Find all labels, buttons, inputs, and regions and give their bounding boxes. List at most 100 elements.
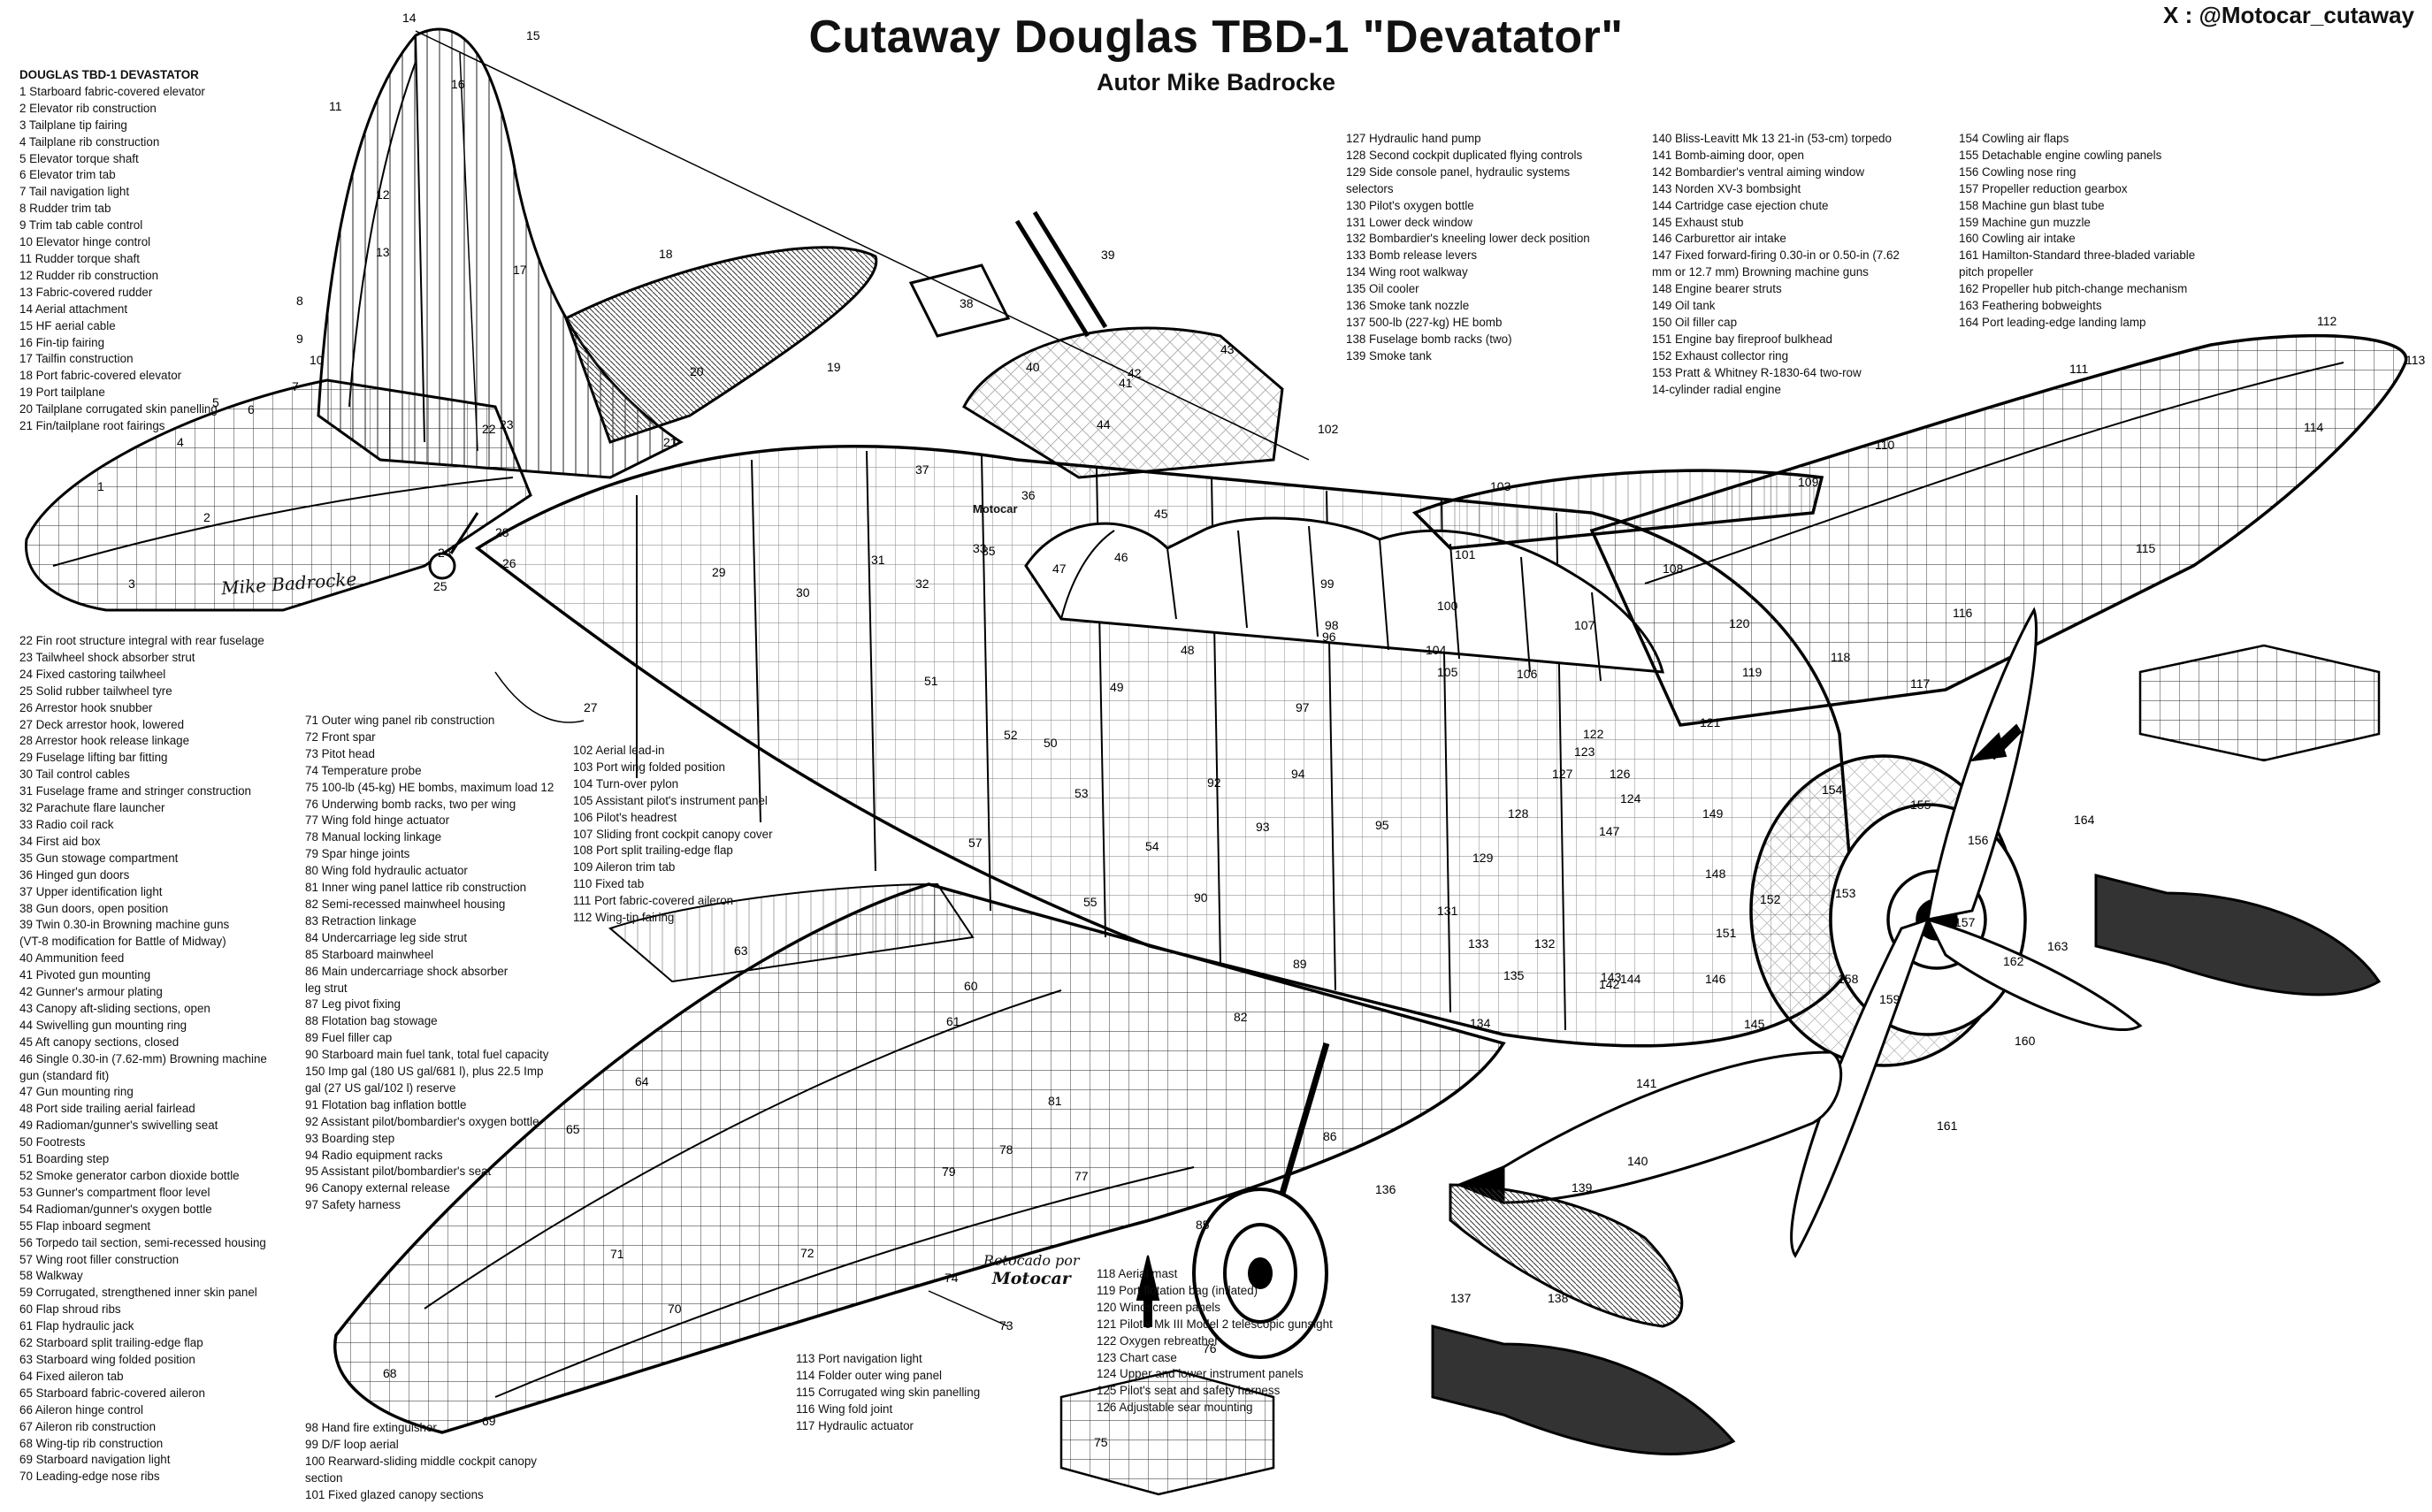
legend-heading: DOUGLAS TBD-1 DEVASTATOR bbox=[19, 68, 199, 81]
legend-item: 38 Gun doors, open position bbox=[19, 901, 169, 915]
callout-number: 79 bbox=[942, 1165, 956, 1179]
callout-number: 103 bbox=[1490, 479, 1511, 493]
legend-item: 141 Bomb-aiming door, open bbox=[1652, 148, 1804, 162]
rear-gun-mount bbox=[908, 210, 1284, 479]
callout-number: 126 bbox=[1610, 767, 1631, 781]
callout-number: 76 bbox=[1203, 1341, 1217, 1355]
legend-item: 128 Second cockpit duplicated flying con… bbox=[1346, 148, 1583, 162]
callout-number: 14 bbox=[402, 11, 417, 25]
callout-number: 89 bbox=[1293, 957, 1307, 971]
port-tailplane bbox=[564, 246, 878, 444]
legend-item: 92 Assistant pilot/bombardier's oxygen b… bbox=[305, 1114, 539, 1128]
callout-number: 4 bbox=[177, 435, 184, 449]
legend-item: 112 Wing-tip fairing bbox=[573, 911, 675, 925]
callout-number: 156 bbox=[1968, 833, 1989, 847]
legend-item: 150 Imp gal (180 US gal/681 l), plus 22.… bbox=[305, 1065, 544, 1079]
legend-item: 104 Turn-over pylon bbox=[573, 776, 679, 790]
callout-number: 140 bbox=[1627, 1154, 1648, 1168]
bomb-rack-lower bbox=[1059, 1369, 1275, 1496]
legend-item: 70 Leading-edge nose ribs bbox=[19, 1470, 160, 1484]
port-wing bbox=[1411, 333, 2408, 727]
callout-number: 100 bbox=[1437, 599, 1458, 613]
legend-item: 21 Fin/tailplane root fairings bbox=[19, 419, 165, 433]
callout-number: 60 bbox=[964, 979, 978, 993]
aerial-cables bbox=[415, 30, 1310, 1327]
legend-item: 118 Aerial mast bbox=[1097, 1267, 1178, 1280]
callout-number: 48 bbox=[1181, 643, 1195, 657]
callout-number: 32 bbox=[915, 577, 929, 591]
callout-number: 137 bbox=[1450, 1291, 1472, 1305]
callout-number: 144 bbox=[1620, 972, 1641, 986]
callout-number: 106 bbox=[1517, 667, 1538, 681]
callout-number: 27 bbox=[584, 700, 598, 714]
callout-number: 93 bbox=[1256, 820, 1270, 834]
callout-number: 113 bbox=[2405, 353, 2426, 367]
legend-item: 164 Port leading-edge landing lamp bbox=[1959, 315, 2146, 329]
callout-number: 72 bbox=[800, 1246, 814, 1260]
legend-item: 9 Trim tab cable control bbox=[19, 218, 143, 233]
callout-number: 28 bbox=[495, 525, 509, 539]
legend-item: 50 Footrests bbox=[19, 1135, 86, 1149]
callout-number: 57 bbox=[968, 836, 983, 850]
legend-item: 30 Tail control cables bbox=[19, 767, 130, 782]
legend-item: gal (27 US gal/102 l) reserve bbox=[305, 1081, 456, 1095]
legend-item: 34 First aid box bbox=[19, 834, 101, 848]
legend-item: 109 Aileron trim tab bbox=[573, 860, 676, 874]
legend-item: 78 Manual locking linkage bbox=[305, 830, 442, 844]
callout-number: 155 bbox=[1910, 798, 1931, 812]
legend-item: 110 Fixed tab bbox=[573, 877, 645, 891]
direction-arrow-lower bbox=[1136, 1255, 1160, 1327]
legend-item: 35 Gun stowage compartment bbox=[19, 851, 179, 865]
callout-number: 2 bbox=[203, 510, 210, 524]
legend-item: 6 Elevator trim tab bbox=[19, 168, 116, 182]
callout-number: 138 bbox=[1548, 1291, 1569, 1305]
legend-item: 28 Arrestor hook release linkage bbox=[19, 734, 190, 748]
legend-item: 8 Rudder trim tab bbox=[19, 202, 111, 216]
callout-number: 35 bbox=[982, 544, 996, 558]
callout-number: 90 bbox=[1194, 890, 1208, 905]
callout-number: 134 bbox=[1470, 1016, 1491, 1030]
callout-number: 128 bbox=[1508, 806, 1529, 821]
legend-item: 156 Cowling nose ring bbox=[1959, 164, 2076, 179]
callout-number: 127 bbox=[1552, 767, 1573, 781]
legend-item: 3 Tailplane tip fairing bbox=[19, 118, 127, 132]
retouch-name: Motocar bbox=[991, 1269, 1071, 1288]
legend-item: 114 Folder outer wing panel bbox=[796, 1368, 943, 1382]
legend-item: 129 Side console panel, hydraulic system… bbox=[1346, 164, 1571, 179]
legend-item: 138 Fuselage bomb racks (two) bbox=[1346, 332, 1512, 346]
callout-number: 70 bbox=[668, 1302, 682, 1316]
legend-item: 65 Starboard fabric-covered aileron bbox=[19, 1386, 205, 1400]
callout-number: 3 bbox=[128, 577, 135, 591]
callout-number: 95 bbox=[1375, 818, 1389, 832]
legend-item: 36 Hinged gun doors bbox=[19, 867, 130, 882]
callout-number: 129 bbox=[1472, 851, 1494, 865]
callout-number: 86 bbox=[1323, 1129, 1337, 1143]
legend-item: 68 Wing-tip rib construction bbox=[19, 1436, 164, 1450]
legend-item: leg strut bbox=[305, 981, 348, 995]
callout-number: 157 bbox=[1954, 915, 1976, 929]
legend-item: 69 Starboard navigation light bbox=[19, 1453, 171, 1467]
legend-item: 43 Canopy aft-sliding sections, open bbox=[19, 1001, 210, 1015]
legend-item: 94 Radio equipment racks bbox=[305, 1148, 443, 1162]
callout-number: 151 bbox=[1716, 926, 1737, 940]
callout-number: 53 bbox=[1075, 786, 1089, 800]
legend-item: 126 Adjustable sear mounting bbox=[1097, 1401, 1253, 1415]
callout-number: 39 bbox=[1101, 248, 1115, 262]
callout-number: 149 bbox=[1702, 806, 1724, 821]
starboard-wing bbox=[333, 882, 1506, 1434]
callout-number: 19 bbox=[827, 360, 841, 374]
callout-number: 142 bbox=[1599, 977, 1620, 991]
callout-number: 61 bbox=[946, 1014, 960, 1028]
callout-number: 10 bbox=[310, 353, 324, 367]
legend-item: 101 Fixed glazed canopy sections bbox=[305, 1487, 484, 1501]
callout-number: 41 bbox=[1119, 376, 1133, 390]
torpedo bbox=[1455, 1050, 1843, 1205]
legend-item: 136 Smoke tank nozzle bbox=[1346, 299, 1470, 313]
callout-number: 73 bbox=[999, 1318, 1013, 1333]
legend-item: 85 Starboard mainwheel bbox=[305, 947, 434, 961]
credit-handle: X : @Motocar_cutaway bbox=[2163, 2, 2414, 28]
